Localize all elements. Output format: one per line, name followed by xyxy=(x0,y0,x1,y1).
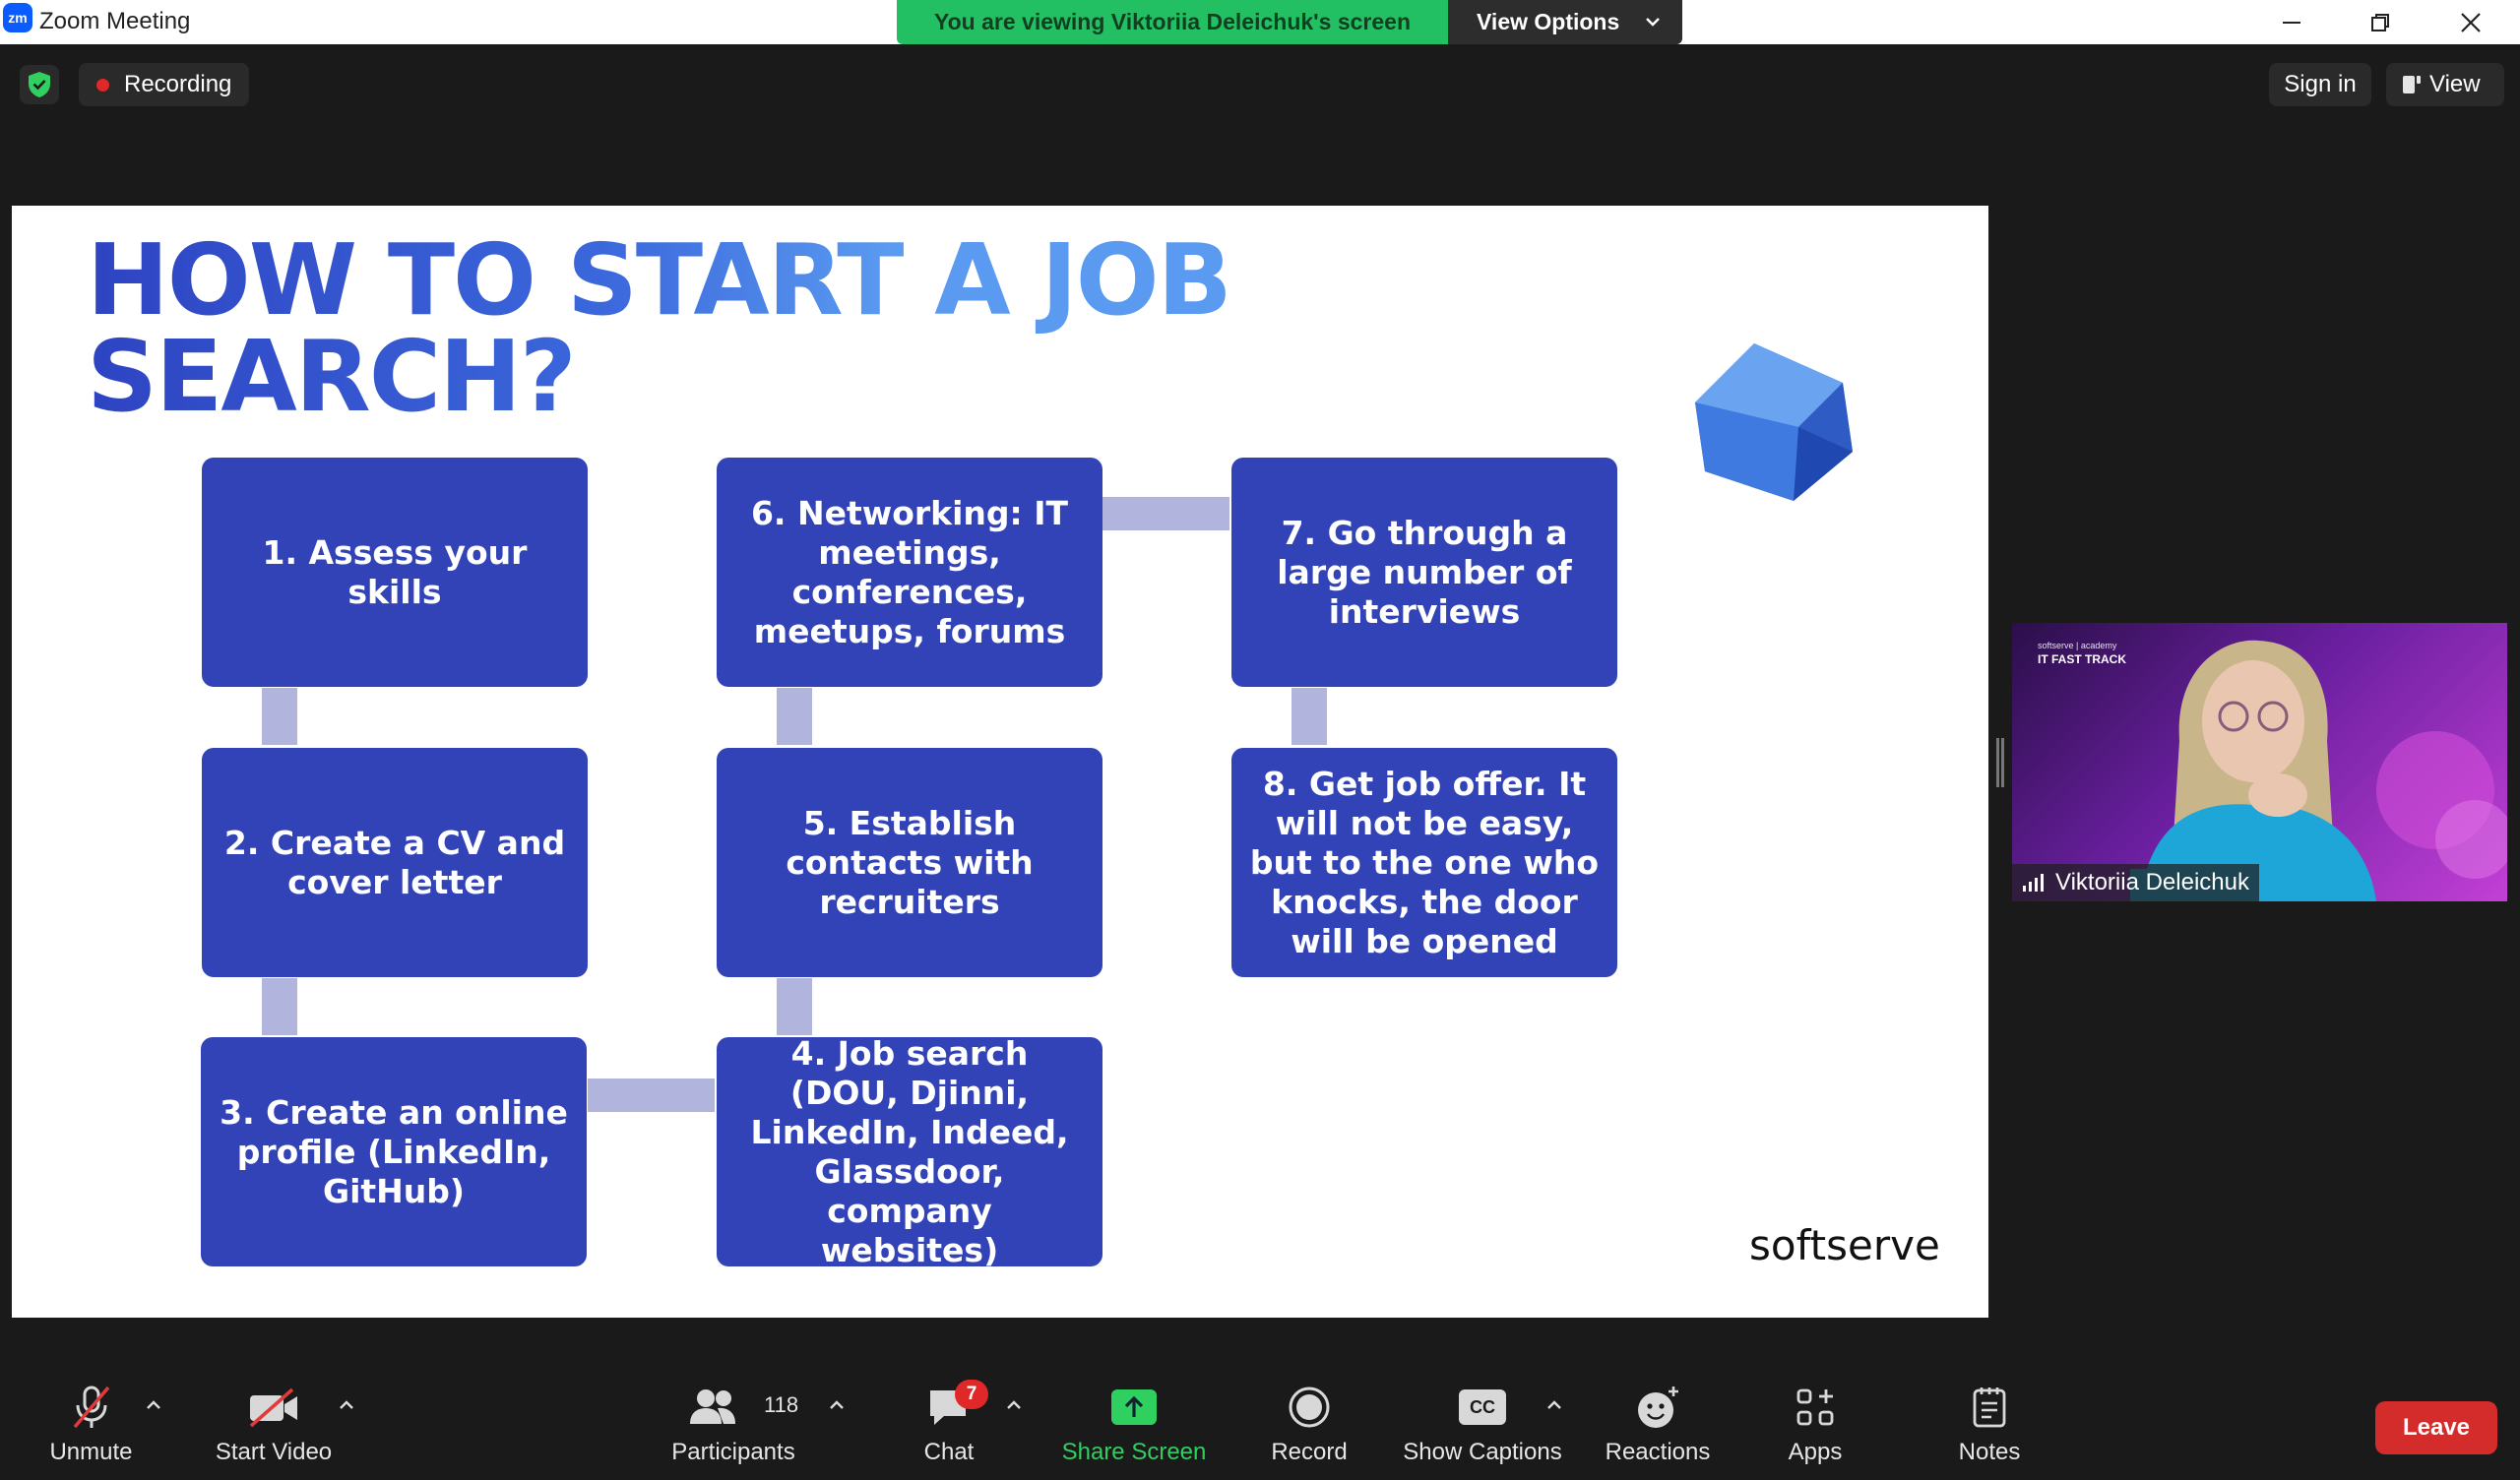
reactions-emoji-icon xyxy=(1638,1387,1678,1428)
slide-title: HOW TO START A JOB SEARCH? xyxy=(87,232,1230,425)
blue-polyhedron-graphic xyxy=(1695,343,1853,501)
closed-captions-icon: CC xyxy=(1459,1389,1506,1425)
notes-button[interactable]: Notes xyxy=(1945,1380,2034,1478)
step-box-1: 1. Assess your skills xyxy=(202,458,588,687)
audio-options-caret-icon[interactable] xyxy=(144,1395,163,1415)
participant-video-image xyxy=(2130,640,2507,901)
restore-icon xyxy=(2371,13,2389,31)
virtual-background-track: IT FAST TRACK xyxy=(2038,652,2126,666)
step-box-4: 4. Job search (DOU, Djinni, LinkedIn, In… xyxy=(717,1034,1102,1269)
participants-button[interactable]: Participants xyxy=(662,1380,805,1478)
leave-button[interactable]: Leave xyxy=(2375,1401,2497,1454)
step-box-3: 3. Create an online profile (LinkedIn, G… xyxy=(201,1037,587,1266)
connector-4-5 xyxy=(777,978,812,1035)
video-camera-off-icon xyxy=(249,1388,297,1428)
virtual-background-brand: softserve | academy xyxy=(2038,641,2117,650)
slide-title-line-1: HOW TO START A JOB xyxy=(87,222,1230,338)
participants-options-caret-icon[interactable] xyxy=(827,1395,847,1415)
reactions-label: Reactions xyxy=(1605,1439,1711,1465)
recording-dot-icon xyxy=(96,79,109,92)
step-box-2: 2. Create a CV and cover letter xyxy=(202,748,588,977)
signal-strength-icon xyxy=(2023,874,2044,892)
start-video-label: Start Video xyxy=(215,1439,333,1465)
show-captions-label: Show Captions xyxy=(1403,1439,1562,1465)
softserve-logo: softserve xyxy=(1749,1221,1940,1269)
apps-label: Apps xyxy=(1788,1439,1843,1465)
connector-1-2 xyxy=(262,688,297,745)
notes-icon xyxy=(1973,1388,2006,1428)
close-icon xyxy=(2461,12,2481,32)
panel-resize-handle[interactable] xyxy=(1996,738,2004,787)
participant-name: Viktoriia Deleichuk xyxy=(2055,869,2249,895)
step-box-5: 5. Establish contacts with recruiters xyxy=(717,748,1102,977)
captions-options-caret-icon[interactable] xyxy=(1544,1395,1564,1415)
connector-6-7 xyxy=(1102,497,1229,530)
shared-screen-slide: HOW TO START A JOB SEARCH? 1. Assess you… xyxy=(12,206,1988,1318)
close-button[interactable] xyxy=(2426,0,2515,44)
participant-video-thumbnail[interactable]: softserve | academy IT FAST TRACK xyxy=(2012,623,2507,901)
chat-unread-badge: 7 xyxy=(955,1380,988,1409)
apps-icon xyxy=(1796,1388,1834,1426)
chevron-down-icon xyxy=(1646,18,1660,27)
chat-options-caret-icon[interactable] xyxy=(1004,1395,1024,1415)
share-screen-button[interactable]: Share Screen xyxy=(1053,1380,1215,1478)
participants-icon xyxy=(690,1389,735,1424)
recording-indicator[interactable]: Recording xyxy=(79,63,250,106)
connector-3-4 xyxy=(588,1079,715,1112)
unmute-button[interactable]: Unmute xyxy=(30,1380,153,1478)
step-box-7: 7. Go through a large number of intervie… xyxy=(1231,458,1617,687)
minimize-button[interactable] xyxy=(2247,0,2336,44)
window-title: Zoom Meeting xyxy=(39,8,191,34)
zoom-logo-icon: zm xyxy=(3,3,32,32)
step-box-6: 6. Networking: IT meetings, conferences,… xyxy=(717,458,1102,687)
restore-button[interactable] xyxy=(2336,0,2425,44)
participant-name-tag: Viktoriia Deleichuk xyxy=(2012,864,2259,901)
start-video-button[interactable]: Start Video xyxy=(205,1380,343,1478)
security-shield-button[interactable] xyxy=(20,65,59,104)
share-screen-icon xyxy=(1111,1389,1157,1425)
participants-label: Participants xyxy=(671,1439,795,1465)
show-captions-button[interactable]: CC Show Captions xyxy=(1398,1380,1567,1478)
view-layout-icon xyxy=(2403,76,2421,93)
sign-in-button[interactable]: Sign in xyxy=(2269,63,2371,106)
participants-count: 118 xyxy=(764,1392,799,1417)
slide-title-line-2: SEARCH? xyxy=(87,319,575,434)
recording-label: Recording xyxy=(124,71,232,97)
connector-2-3 xyxy=(262,978,297,1035)
apps-button[interactable]: Apps xyxy=(1772,1380,1858,1478)
share-screen-label: Share Screen xyxy=(1061,1439,1207,1465)
view-label: View xyxy=(2429,71,2481,97)
view-options-label: View Options xyxy=(1477,9,1620,34)
minimize-icon xyxy=(2283,21,2300,24)
record-label: Record xyxy=(1271,1439,1348,1465)
notes-label: Notes xyxy=(1958,1439,2021,1465)
viewing-screen-banner: You are viewing Viktoriia Deleichuk's sc… xyxy=(897,0,1448,44)
video-options-caret-icon[interactable] xyxy=(337,1395,356,1415)
unmute-label: Unmute xyxy=(49,1439,133,1465)
chat-label: Chat xyxy=(923,1439,975,1465)
record-button[interactable]: Record xyxy=(1260,1380,1358,1478)
view-options-button[interactable]: View Options xyxy=(1448,0,1682,44)
microphone-muted-icon xyxy=(73,1386,109,1429)
connector-5-6 xyxy=(777,688,812,745)
shield-check-icon xyxy=(29,72,50,97)
view-layout-button[interactable]: View xyxy=(2386,63,2504,106)
step-box-8: 8. Get job offer. It will not be easy, b… xyxy=(1231,748,1617,977)
reactions-button[interactable]: Reactions xyxy=(1595,1380,1721,1478)
record-icon xyxy=(1289,1387,1330,1428)
connector-7-8 xyxy=(1292,688,1327,745)
